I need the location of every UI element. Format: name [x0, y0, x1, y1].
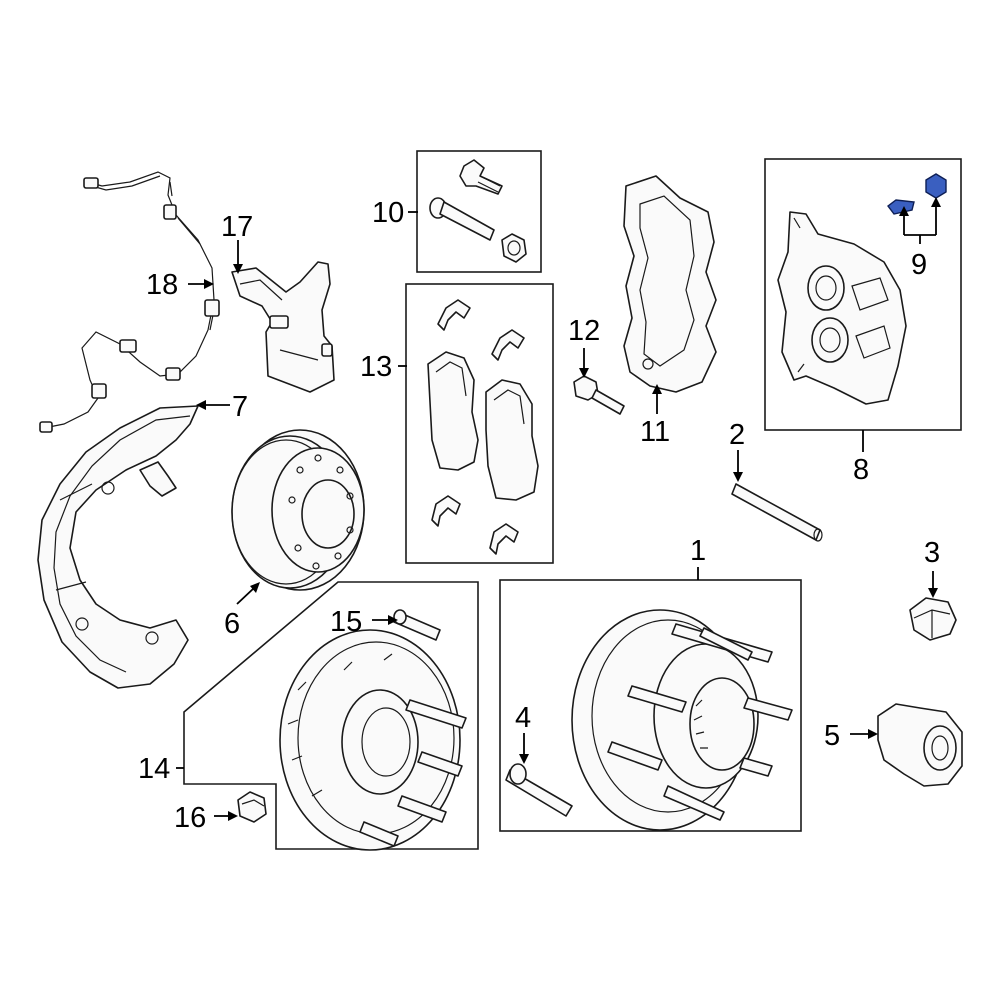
callout-4: 4 [515, 702, 531, 734]
callout-1: 1 [690, 535, 706, 567]
caliper [777, 211, 907, 405]
dust-shield [37, 405, 199, 689]
callout-3: 3 [924, 537, 940, 569]
guide-pin [731, 483, 823, 542]
hub-assembly [505, 609, 793, 831]
bleeder-screw-highlight [887, 173, 947, 215]
callout-15: 15 [330, 606, 362, 638]
bolt-12 [573, 375, 625, 415]
callout-13: 13 [360, 351, 392, 383]
callout-6: 6 [224, 608, 240, 640]
callout-12: 12 [568, 315, 600, 347]
callout-10: 10 [372, 197, 404, 229]
abs-sensor-harness [39, 171, 220, 433]
callout-5: 5 [824, 720, 840, 752]
callout-14: 14 [138, 753, 170, 785]
leader-lines [176, 197, 941, 821]
bushing [877, 703, 963, 787]
callout-8: 8 [853, 454, 869, 486]
pad-kit-parts [427, 299, 539, 555]
hub-kit-box [183, 581, 479, 850]
callout-18: 18 [146, 269, 178, 301]
lug-nut-16 [237, 791, 267, 823]
hub-with-studs [279, 609, 467, 851]
pad-kit-box [405, 283, 554, 564]
pin-kit-parts [429, 159, 527, 263]
callout-11: 11 [640, 416, 670, 448]
callout-9: 9 [911, 249, 927, 281]
hub-assembly-box [499, 579, 802, 832]
callout-16: 16 [174, 802, 206, 834]
lug-nut-3 [909, 597, 957, 641]
callout-2: 2 [729, 419, 745, 451]
brake-rotor [231, 429, 365, 591]
callout-labels: 18 17 7 6 10 13 12 11 9 8 2 1 3 5 4 15 1… [138, 197, 940, 834]
caliper-bracket [623, 175, 717, 393]
callout-7: 7 [232, 391, 248, 423]
sensor-bracket [231, 261, 335, 393]
callout-17: 17 [221, 211, 253, 243]
